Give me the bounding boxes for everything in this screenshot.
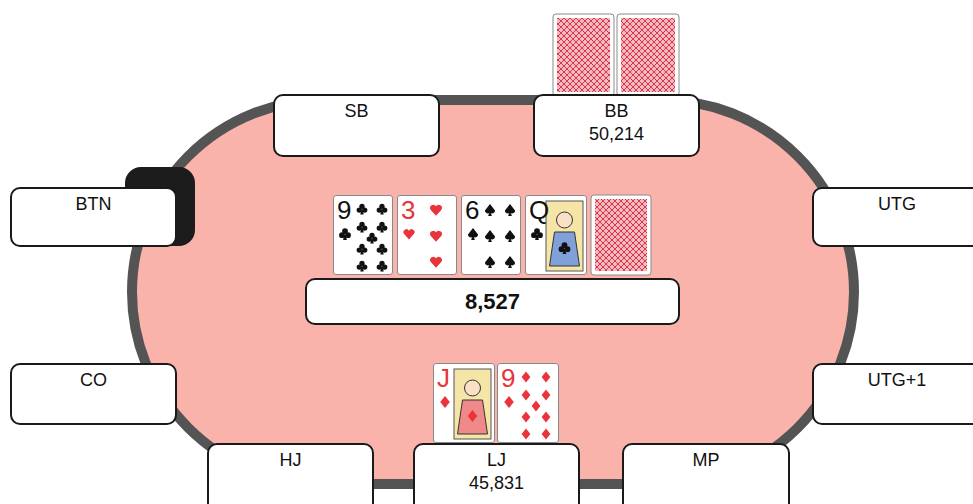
pot-amount: 8,527 <box>465 289 520 315</box>
seat-label: BB <box>604 100 628 123</box>
card-rank: 9 <box>337 196 351 224</box>
card-rank: 3 <box>401 196 415 224</box>
suit-pip <box>357 244 368 255</box>
seat-label: BTN <box>76 193 112 216</box>
hole-card: J <box>433 363 495 443</box>
suit-pip <box>377 222 388 233</box>
card-rank: 9 <box>501 364 515 392</box>
btn-seat: BTN <box>10 187 177 247</box>
mp-seat: MP <box>622 443 790 504</box>
stack-size: 45,831 <box>469 472 524 495</box>
stack-size: 50,214 <box>589 123 644 146</box>
suit-pip <box>367 233 378 244</box>
suit-pip <box>522 429 531 440</box>
suit-pip <box>485 230 495 242</box>
suit-pip <box>430 231 442 242</box>
hole-card: 9 <box>497 363 559 443</box>
seat-label: UTG+1 <box>868 369 927 392</box>
suit-pip <box>377 244 388 255</box>
seat-label: LJ <box>487 449 506 472</box>
seat-label: MP <box>693 449 720 472</box>
suit-pip <box>522 390 531 401</box>
suit-pip <box>505 256 515 268</box>
card-rank: Q <box>529 196 549 224</box>
suit-pip <box>357 261 368 272</box>
suit-pip <box>377 261 388 272</box>
suit-pip <box>542 372 551 383</box>
suit-pip <box>485 204 495 216</box>
co-seat: CO <box>10 363 177 425</box>
suit-pip <box>357 222 368 233</box>
pot-box: 8,527 <box>305 278 680 325</box>
seat-label: SB <box>344 100 368 123</box>
suit-pip <box>542 390 551 401</box>
suit-pip <box>430 257 442 268</box>
table-felt <box>132 100 854 484</box>
utg-seat: UTG <box>812 187 973 247</box>
suit-pip <box>357 204 368 215</box>
seat-label: UTG <box>878 193 916 216</box>
suit-pip <box>522 372 531 383</box>
suit-pip <box>485 256 495 268</box>
card-rank: J <box>437 364 450 392</box>
suit-pip <box>531 228 543 240</box>
bb-card-backs <box>553 14 679 96</box>
suit-pip <box>377 204 388 215</box>
suit-pip <box>542 429 551 440</box>
suit-pip <box>404 229 415 239</box>
lj-seat: LJ45,831 <box>413 443 580 504</box>
board-card: 9 <box>333 195 393 275</box>
utg1-seat: UTG+1 <box>812 363 973 425</box>
suit-pip <box>559 242 571 254</box>
suit-pip <box>468 228 478 240</box>
suit-pip <box>440 396 450 408</box>
board-card: 3 <box>397 195 457 275</box>
seat-label: CO <box>80 369 107 392</box>
seat-label: HJ <box>280 449 302 472</box>
suit-pip <box>505 204 515 216</box>
board-card: 6 <box>461 195 521 275</box>
suit-pip <box>468 410 478 422</box>
sb-seat: SB <box>273 94 440 157</box>
suit-pip <box>542 412 551 423</box>
suit-pip <box>504 396 514 408</box>
suit-pip <box>339 228 351 240</box>
suit-pip <box>430 205 442 216</box>
suit-pip <box>532 401 541 412</box>
face-down-river-card <box>591 195 651 275</box>
card-rank: 6 <box>465 196 479 224</box>
bb-seat: BB50,214 <box>533 94 700 157</box>
hj-seat: HJ <box>207 443 374 504</box>
suit-pip <box>522 412 531 423</box>
suit-pip <box>505 230 515 242</box>
board-card: Q <box>525 195 587 275</box>
